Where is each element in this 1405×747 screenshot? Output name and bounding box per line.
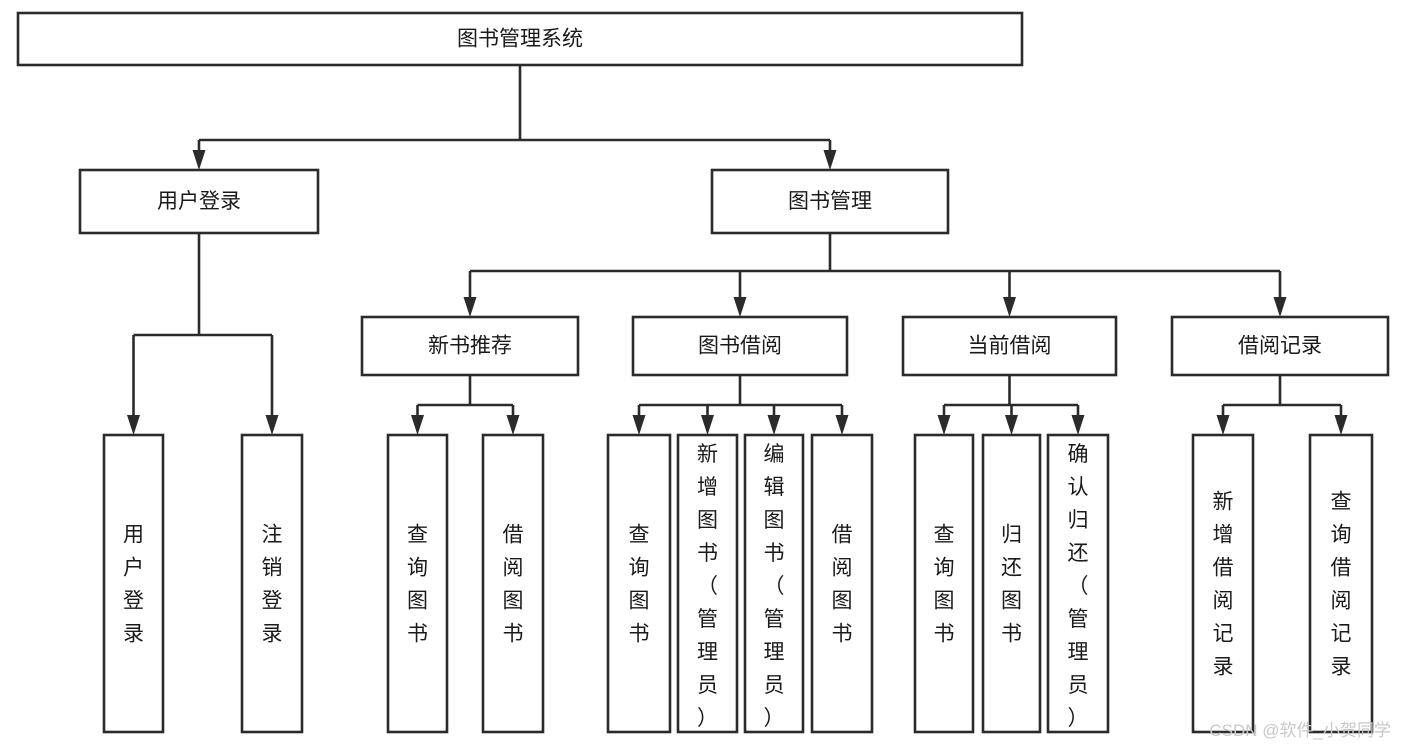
node-cb-return-book[interactable]: 归还图书 [981,433,1042,734]
arrow-head-book-borrow [733,297,747,317]
node-box-user-login [78,168,320,235]
arrow-head-cb-confirm-return [1071,415,1085,435]
node-label-cb-confirm-return: 确认归还（管理员） [1068,443,1089,730]
arrow-head-new-book-recommend [463,297,477,317]
node-label-user-login-do: 用户登录 [123,524,144,646]
node-new-book-recommend[interactable]: 新书推荐 [360,315,580,377]
node-label-bb-query-book: 查询图书 [629,524,650,646]
node-br-query-record[interactable]: 查询借阅记录 [1308,433,1374,734]
node-label-br-add-record: 新增借阅记录 [1213,491,1234,679]
node-cb-query-book[interactable]: 查询图书 [913,433,975,734]
node-cb-confirm-return[interactable]: 确认归还（管理员） [1046,433,1110,734]
node-box-bb-add-book [676,433,739,734]
arrow-head-bb-edit-book [767,415,781,435]
node-user-logout[interactable]: 注销登录 [240,433,304,734]
node-box-borrow-record [1170,315,1390,377]
node-br-add-record[interactable]: 新增借阅记录 [1191,433,1255,734]
node-label-current-borrow: 当前借阅 [968,335,1052,358]
node-bb-query-book[interactable]: 查询图书 [606,433,672,734]
node-label-bb-borrow-book: 借阅图书 [832,524,853,646]
connector-layer [127,65,1348,435]
node-label-book-manage: 图书管理 [788,190,872,213]
watermark-label: CSDN @软件_小贺同学 [1209,721,1391,740]
node-nbr-query-book[interactable]: 查询图书 [386,433,449,734]
node-box-br-add-record [1191,433,1255,734]
node-box-bb-query-book [606,433,672,734]
arrow-head-cb-query-book [937,415,951,435]
node-bb-borrow-book[interactable]: 借阅图书 [810,433,874,734]
node-label-bb-add-book: 新增图书（管理员） [697,443,718,730]
arrow-head-bb-add-book [701,415,714,435]
node-label-nbr-borrow-book: 借阅图书 [503,524,524,646]
node-label-nbr-query-book: 查询图书 [407,524,428,646]
arrow-head-nbr-query-book [411,415,424,435]
node-label-borrow-record: 借阅记录 [1238,335,1322,358]
node-box-user-logout [240,433,304,734]
node-box-nbr-query-book [386,433,449,734]
node-box-cb-return-book [981,433,1042,734]
node-label-user-logout: 注销登录 [262,524,283,646]
node-bb-edit-book[interactable]: 编辑图书（管理员） [743,433,805,734]
node-label-cb-return-book: 归还图书 [1001,524,1022,646]
node-box-new-book-recommend [360,315,580,377]
node-nbr-borrow-book[interactable]: 借阅图书 [481,433,545,734]
node-root[interactable]: 图书管理系统 [16,11,1024,67]
arrow-head-br-query-record [1334,415,1348,435]
arrow-head-bb-query-book [632,415,646,435]
node-current-borrow[interactable]: 当前借阅 [901,315,1118,377]
node-box-cb-query-book [913,433,975,734]
arrow-head-user-login [192,150,206,170]
node-label-cb-query-book: 查询图书 [934,524,955,646]
node-box-current-borrow [901,315,1118,377]
node-label-user-login: 用户登录 [157,190,241,213]
arrow-head-bb-borrow-book [835,415,849,435]
node-box-book-manage [710,168,950,235]
arrow-head-user-logout [265,415,279,435]
node-label-root: 图书管理系统 [457,28,583,51]
arrow-head-current-borrow [1003,297,1016,317]
node-user-login[interactable]: 用户登录 [78,168,320,235]
node-user-login-do[interactable]: 用户登录 [102,433,165,734]
node-label-book-borrow: 图书借阅 [698,335,782,358]
node-box-br-query-record [1308,433,1374,734]
node-book-manage[interactable]: 图书管理 [710,168,950,235]
arrow-head-cb-return-book [1005,415,1018,435]
node-box-user-login-do [102,433,165,734]
node-label-br-query-record: 查询借阅记录 [1331,491,1352,679]
node-layer: 图书管理系统用户登录用户登录注销登录图书管理新书推荐查询图书借阅图书图书借阅查询… [16,11,1390,734]
node-box-root [16,11,1024,67]
node-box-book-borrow [631,315,849,377]
node-box-nbr-borrow-book [481,433,545,734]
arrow-head-user-login-do [127,415,140,435]
node-label-new-book-recommend: 新书推荐 [428,335,512,358]
node-book-borrow[interactable]: 图书借阅 [631,315,849,377]
arrow-head-book-manage [823,150,837,170]
node-box-bb-borrow-book [810,433,874,734]
arrow-head-nbr-borrow-book [506,415,520,435]
node-box-cb-confirm-return [1046,433,1110,734]
node-borrow-record[interactable]: 借阅记录 [1170,315,1390,377]
node-label-bb-edit-book: 编辑图书（管理员） [764,443,785,730]
arrow-head-br-add-record [1216,415,1230,435]
node-bb-add-book[interactable]: 新增图书（管理员） [676,433,739,734]
arrow-head-borrow-record [1273,297,1287,317]
node-box-bb-edit-book [743,433,805,734]
